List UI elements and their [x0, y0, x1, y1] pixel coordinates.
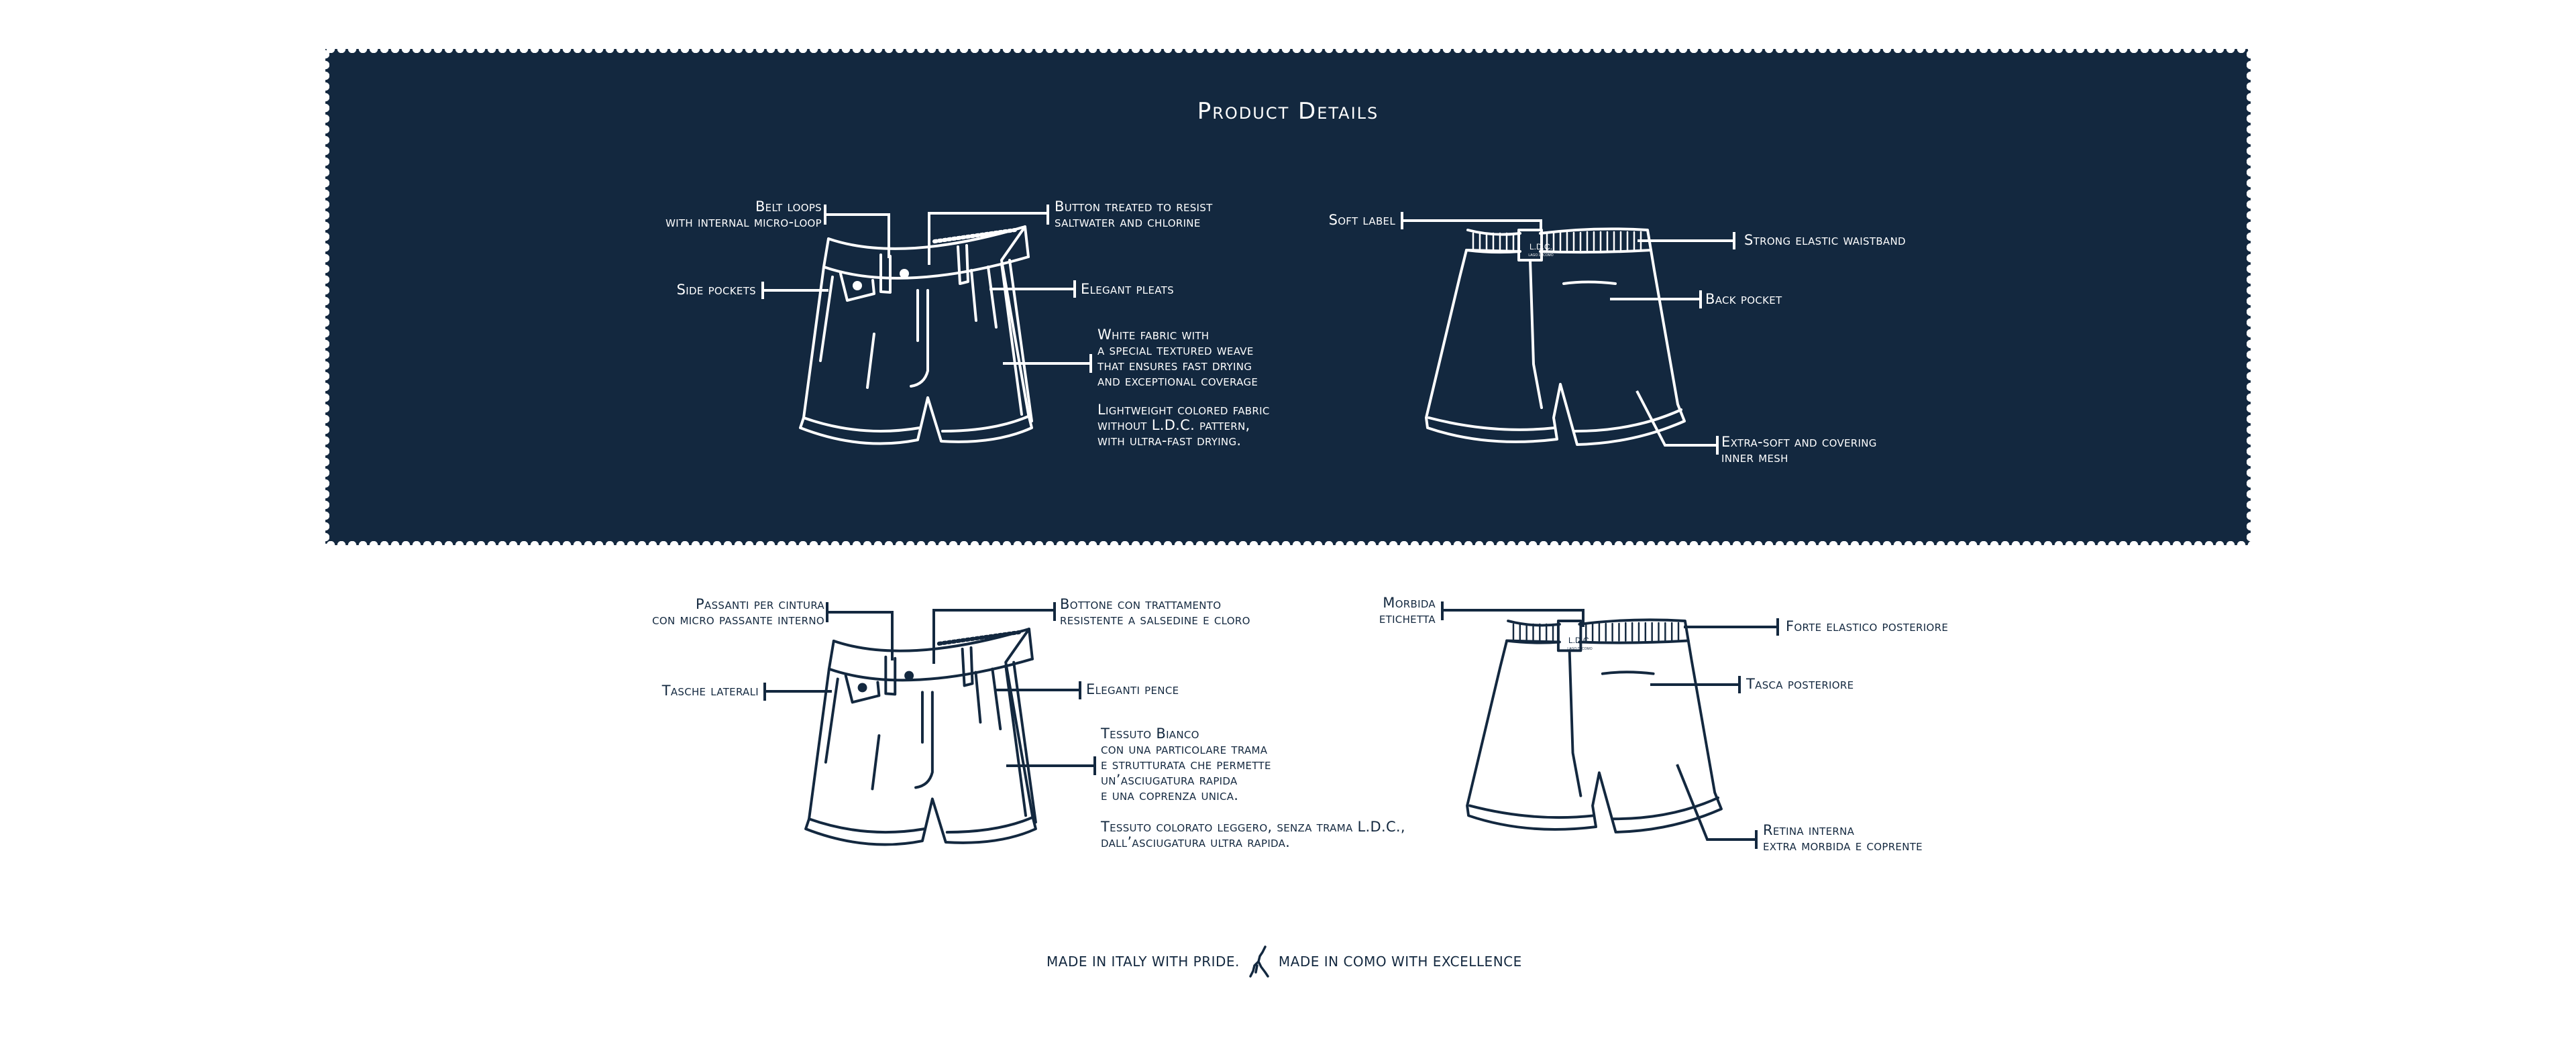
product-details-panel [321, 45, 2255, 549]
back-shorts-drawing-top [1425, 227, 1686, 446]
front-shorts-drawing-top [800, 227, 1032, 444]
label-pleats: Elegant pleats [1081, 281, 1174, 297]
footer-right-text: Made in Como with excellence [1278, 954, 1522, 970]
label-waistband: Strong elastic waistband [1744, 232, 1906, 248]
label-soft-label: Soft label [1328, 212, 1395, 228]
label-tessuto-colorato: Tessuto colorato leggero, senza trama L.… [1101, 819, 1405, 850]
leader-lines-bottom [763, 601, 1779, 849]
back-shorts-drawing-bottom [1466, 618, 1723, 833]
page-title: Product Details [1197, 98, 1379, 125]
brand-label-logo-bottom: L.D.C. [1568, 636, 1591, 645]
footer: Made in Italy with pride. Made in Como w… [1046, 945, 1522, 978]
lake-como-icon [1249, 945, 1269, 978]
label-side-pockets: Side pockets [676, 282, 756, 298]
brand-label-sub-top: Lago di Como [1528, 253, 1553, 257]
footer-left-text: Made in Italy with pride. [1046, 954, 1240, 970]
leader-lines-top [761, 205, 1735, 455]
brand-label-logo-top: L.D.C. [1529, 242, 1552, 251]
label-forte-elastico: Forte elastico posteriore [1786, 618, 1949, 634]
label-eleganti-pence: Eleganti pence [1086, 681, 1179, 697]
label-back-pocket: Back pocket [1705, 291, 1782, 307]
brand-label-sub-bottom: Lago di Como [1567, 647, 1592, 651]
front-shorts-drawing-bottom [806, 629, 1036, 845]
label-tasche-laterali: Tasche laterali [661, 683, 759, 699]
label-tasca-posteriore: Tasca posteriore [1746, 676, 1854, 692]
